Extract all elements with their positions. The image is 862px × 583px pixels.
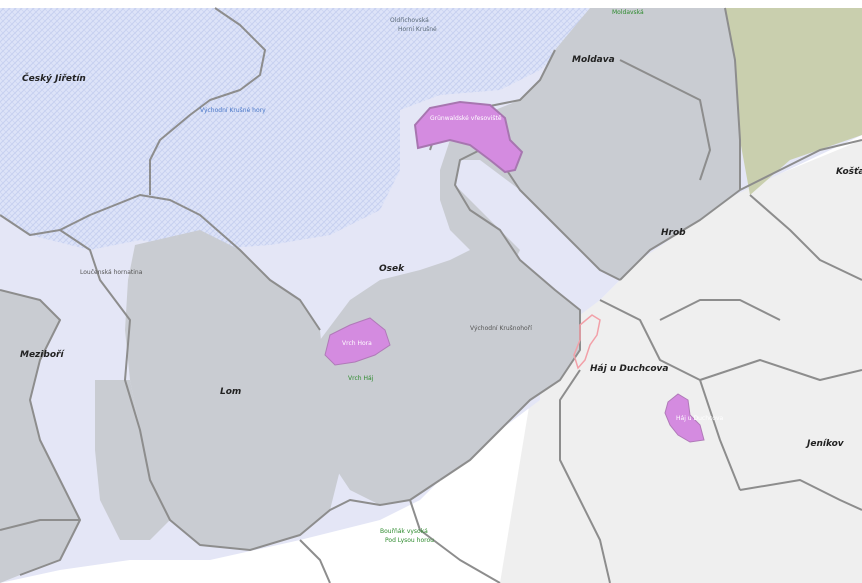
label-pod-lysou: Pod Lysou horou	[385, 537, 434, 544]
protected-label-grunwaldske: Grünwaldské vřesoviště	[430, 115, 502, 122]
pink-boundary	[573, 314, 601, 370]
region-label-vychodni-krusne-hory: Východní Krušné hory	[200, 107, 266, 114]
town-label-lom: Lom	[220, 387, 241, 397]
region-label-loucenska: Loučenská hornatina	[80, 269, 143, 276]
border-line-18	[659, 299, 781, 321]
border-line-3	[0, 289, 81, 576]
label-vrch-haj: Vrch Háj	[348, 375, 374, 382]
landscape-moldava[interactable]	[440, 8, 740, 280]
landscape-west-lower	[95, 380, 170, 540]
border-line-2	[149, 7, 266, 195]
border-line-11	[559, 369, 611, 583]
border-line-13	[739, 479, 862, 511]
town-label-cesky-jiretin: Český Jiřetín	[22, 73, 86, 84]
top-label-oldrichovska: Oldřichovská	[390, 17, 429, 24]
border-line-8	[724, 7, 741, 190]
town-label-haj-u-duchcova: Háj u Duchcova	[590, 364, 668, 374]
town-label-mezibori: Meziboří	[20, 350, 65, 360]
label-haj-protected: Háj u Duchcova	[676, 415, 724, 422]
olive-region	[725, 8, 862, 195]
border-line-17	[749, 194, 862, 281]
town-label-kostany: Košťany	[836, 166, 862, 177]
town-label-moldava: Moldava	[572, 55, 615, 65]
border-line-14	[299, 539, 331, 583]
protected-area-center[interactable]	[324, 317, 391, 366]
landscape-lom[interactable]	[125, 230, 340, 550]
border-line-10	[599, 299, 741, 491]
border-line-15	[409, 499, 501, 583]
landscape-west[interactable]	[0, 290, 80, 583]
protected-area-southeast[interactable]	[664, 393, 705, 443]
top-label-horni-krusne: Horní Krušné	[398, 26, 437, 33]
border-line-5	[439, 149, 621, 481]
border-line-1	[0, 194, 321, 331]
border-line-16	[0, 519, 80, 531]
town-label-jenikov: Jeníkov	[805, 439, 845, 449]
region-label-vychodni-krusnohori: Východní Krušnohoří	[470, 325, 532, 332]
lowland-area	[500, 140, 862, 583]
hatched-region[interactable]	[0, 8, 590, 250]
landscape-osek[interactable]	[315, 185, 580, 505]
town-label-hrob: Hrob	[661, 228, 686, 238]
town-label-osek: Osek	[379, 264, 405, 274]
top-label-moldavska: Moldavská	[612, 9, 644, 16]
border-line-12	[699, 359, 862, 381]
protected-label-vrch-hora: Vrch Hora	[342, 340, 372, 347]
border-line-9	[619, 59, 711, 181]
label-bournak: Bouřňák vysoká	[380, 528, 428, 535]
protected-area-north[interactable]	[413, 100, 524, 174]
border-line-4	[59, 229, 441, 551]
